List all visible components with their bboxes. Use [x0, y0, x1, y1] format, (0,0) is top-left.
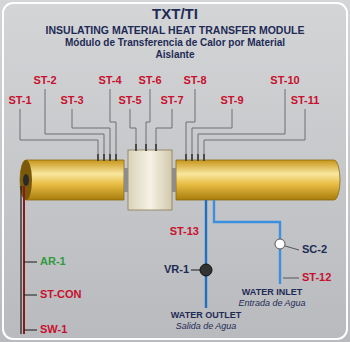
sensor-label: ST-6	[138, 74, 161, 87]
sensor-label: AR-1	[40, 255, 66, 268]
leader-lines	[20, 89, 305, 154]
sensor-label: ST-CON	[40, 288, 82, 301]
sensor-label: ST-4	[98, 74, 121, 87]
sensor-label: ST-3	[60, 94, 83, 107]
sensor-label: ST-12	[302, 271, 331, 284]
sensor-label: ST-9	[220, 94, 243, 107]
module-subtitle: Módulo de Transferencia de Calor por Mat…	[60, 37, 290, 60]
sensor-label: ST-8	[183, 74, 206, 87]
sensor-wires	[21, 186, 37, 334]
sensor-label: ST-11	[291, 94, 320, 107]
water-label: Entrada de Agua	[238, 298, 305, 308]
sensor-label: ST-1	[8, 94, 31, 107]
sensor-label: ST-13	[170, 225, 199, 238]
sensor-label: ST-10	[270, 74, 299, 87]
water-label: Salida de Agua	[176, 321, 237, 331]
sensor-label: ST-5	[118, 94, 141, 107]
sensor-label: SC-2	[302, 243, 327, 256]
sensor-label: ST-2	[33, 74, 56, 87]
insulated-pipe	[20, 150, 340, 210]
panel-border	[3, 3, 347, 339]
module-title: TXT/TI	[152, 5, 198, 22]
sensor-label: ST-7	[160, 94, 183, 107]
water-label: WATER INLET	[242, 287, 302, 297]
valve-label: VR-1	[164, 263, 189, 276]
sensor-pins	[97, 144, 205, 161]
water-label: WATER OUTLET	[171, 310, 241, 320]
switch-label: SW-1	[40, 323, 67, 336]
module-subtitle: INSULATING MATERIAL HEAT TRANSFER MODULE	[46, 24, 305, 36]
